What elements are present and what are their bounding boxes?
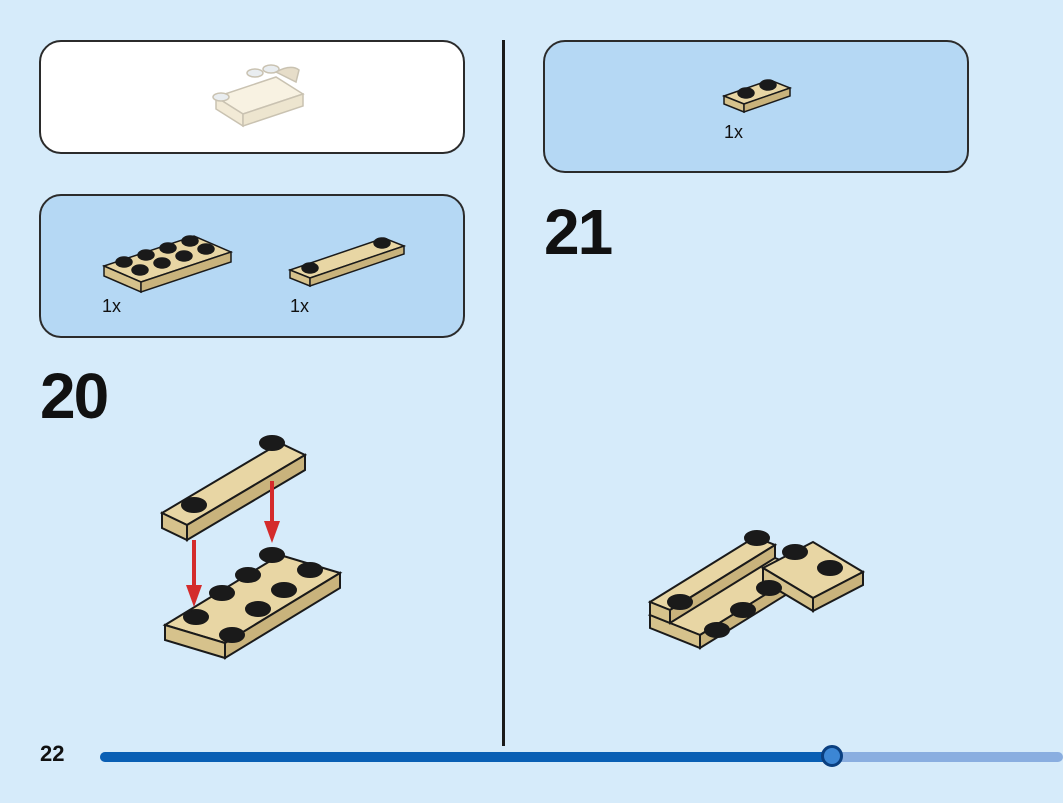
progress-fill: [100, 752, 832, 762]
step-21-build-illustration: [647, 530, 866, 650]
parts-callout-step-21: 1x: [543, 40, 969, 173]
page-number: 22: [40, 741, 65, 766]
part-qty-plate-1x2: 1x: [724, 122, 744, 142]
submodel-preview-image: [212, 64, 305, 128]
part-plate-1x2-icon: [721, 79, 793, 114]
step-number-21: 21: [544, 196, 613, 268]
column-divider: [502, 40, 505, 746]
part-plate-2x4-icon: [101, 235, 234, 294]
submodel-preview-panel: [39, 40, 465, 154]
step-number-20: 20: [40, 360, 109, 432]
part-qty-plate-1x4: 1x: [290, 296, 310, 316]
step-20-build-illustration: [159, 435, 343, 660]
part-qty-plate-2x4: 1x: [102, 296, 122, 316]
parts-callout-step-20: 1x 1x: [39, 194, 465, 338]
part-plate-1x4-icon: [287, 237, 407, 288]
progress-knob: [821, 745, 843, 767]
